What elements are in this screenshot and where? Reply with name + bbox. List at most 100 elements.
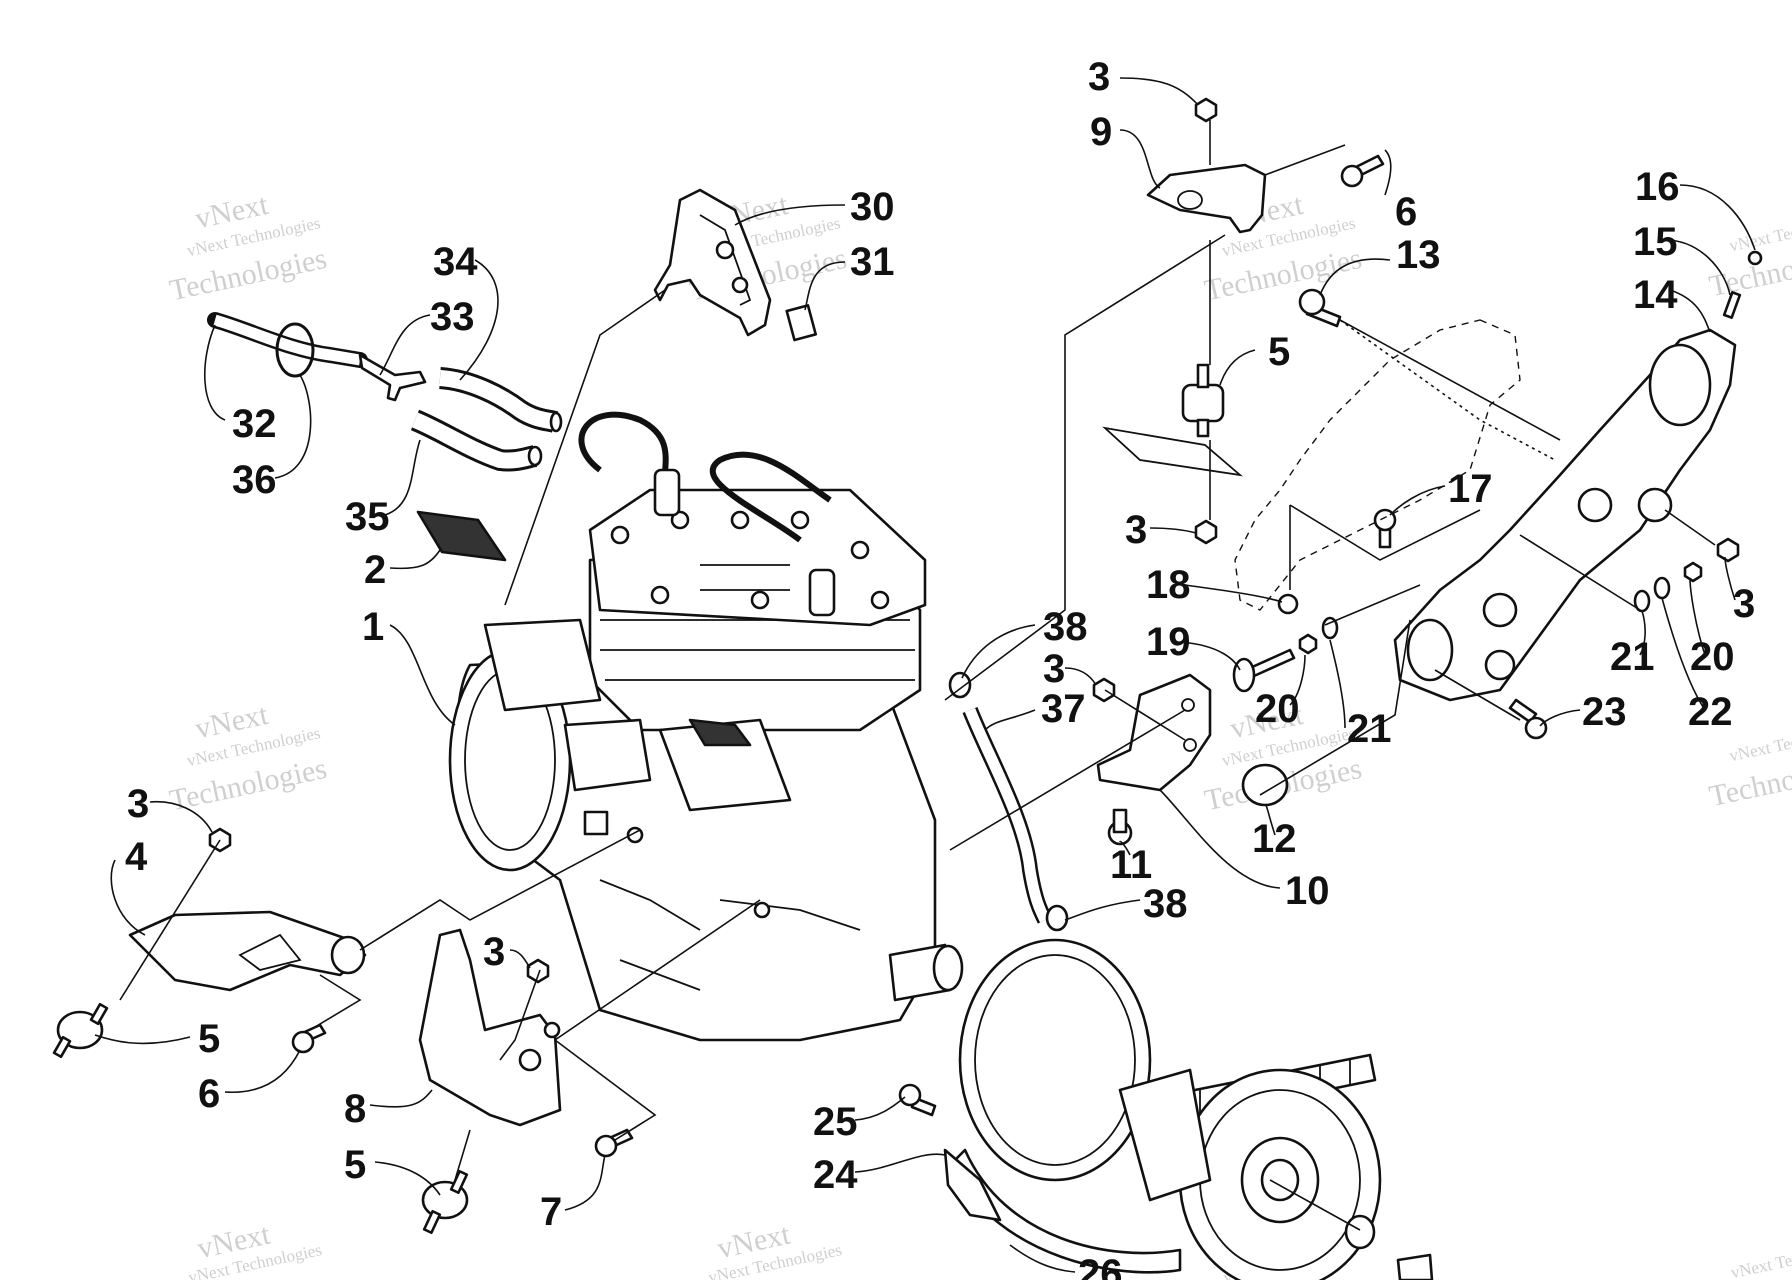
- rubber-mount-5a: [52, 1002, 109, 1059]
- engine-pto-shaft-end: [932, 944, 964, 992]
- bracket-8-hole: [518, 1048, 542, 1072]
- bracket-14: [1393, 328, 1737, 702]
- bracket-10-hole: [1183, 738, 1197, 752]
- assembly-line: [1104, 689, 1186, 741]
- assembly-line-dotted: [1339, 319, 1556, 461]
- washer-22: [1653, 576, 1671, 600]
- hose-34-inner: [439, 370, 558, 430]
- callout-4: 4: [125, 835, 148, 879]
- leader-19: [1179, 641, 1241, 671]
- leader-37: [984, 709, 1036, 731]
- assembly-line: [1664, 509, 1716, 546]
- hose-assembly: [207, 312, 563, 472]
- callout-16: 16: [1635, 165, 1680, 209]
- engine-head-bolt: [670, 510, 690, 530]
- callout-6: 6: [198, 1072, 220, 1116]
- spark-plug-lead: [578, 411, 669, 501]
- callout-14: 14: [1633, 273, 1678, 317]
- callout-3: 3: [1088, 55, 1110, 99]
- callout-20: 20: [1690, 635, 1735, 679]
- clip-31: [785, 304, 818, 342]
- callout-3: 3: [1733, 582, 1755, 626]
- bolt-6-head: [1340, 164, 1364, 188]
- leader-24: [854, 1153, 946, 1173]
- callout-leaders: [94, 77, 1756, 1273]
- drive-clutch: [943, 938, 1434, 1280]
- leader-12: [1265, 804, 1276, 836]
- leader-20: [1689, 577, 1706, 656]
- callout-32: 32: [232, 402, 277, 446]
- engine-intake-flange: [563, 718, 652, 792]
- bracket-30-detail: [699, 214, 752, 306]
- engine-mount-hole: [753, 901, 771, 919]
- mount-stud: [89, 1002, 109, 1026]
- callout-1: 1: [362, 605, 384, 649]
- leader-13: [1319, 258, 1391, 296]
- watermark-edge-right-bottom: vNext Technologies: [1729, 1235, 1792, 1280]
- engine-head-bolt: [610, 525, 630, 545]
- bolt-13-head: [1298, 288, 1326, 316]
- assembly-line: [1264, 144, 1346, 176]
- leader-3: [1119, 77, 1199, 106]
- callout-5: 5: [198, 1017, 220, 1061]
- hose-35-end: [527, 445, 543, 467]
- assembly-line: [454, 1129, 471, 1181]
- leader-21: [1329, 639, 1346, 729]
- leader-33: [379, 314, 431, 376]
- spark-plug-cap: [653, 468, 681, 517]
- mount-body: [1181, 383, 1225, 423]
- nut-3: [1092, 677, 1116, 703]
- mount-stud: [1196, 363, 1210, 389]
- assembly-line: [554, 899, 761, 1041]
- assembly-line: [944, 234, 1226, 701]
- callout-10: 10: [1285, 869, 1330, 913]
- assembly-line: [554, 1039, 657, 1141]
- bolt-19: [1248, 648, 1296, 678]
- leader-32: [203, 324, 226, 421]
- leader-3: [149, 800, 213, 833]
- clutch-bolt: [1396, 1253, 1434, 1280]
- assembly-line: [499, 969, 541, 1061]
- nut-3: [1194, 519, 1218, 545]
- assembly-line: [1519, 534, 1641, 611]
- nut-3: [526, 958, 550, 984]
- rubber-12: [1241, 763, 1289, 807]
- leader-8: [369, 1089, 433, 1108]
- leader-20: [1289, 654, 1306, 706]
- watermark-bottom-left: vNext vNext Technologies: [187, 1218, 324, 1280]
- watermark-text: vNext Technologies: [1729, 1235, 1792, 1280]
- callout-26: 26: [1078, 1252, 1123, 1280]
- leader-35: [384, 439, 421, 516]
- leader-5: [94, 1034, 191, 1045]
- engine-mount-bracket-8: [418, 928, 562, 1127]
- assembly-line: [309, 974, 362, 1031]
- hose-32-inner: [213, 314, 361, 366]
- chassis-outline: [1234, 319, 1521, 611]
- leader-36: [274, 374, 312, 479]
- engine-head-bolt: [870, 590, 890, 610]
- callout-2: 2: [364, 548, 386, 592]
- watermark-edge-right-top: vNext Technologies Technologies: [1706, 209, 1792, 304]
- callout-22: 22: [1688, 690, 1733, 734]
- watermark-top-left: vNext vNext Technologies Technologies: [167, 188, 330, 308]
- engine-head-bolt: [730, 510, 750, 530]
- mount-plate: [1102, 426, 1243, 477]
- bracket-30: [653, 188, 772, 337]
- bracket-30-hole: [731, 276, 749, 294]
- assembly-line: [1339, 319, 1561, 441]
- watermark-text: vNext Technologies: [1728, 719, 1792, 766]
- nut-3: [1194, 97, 1218, 123]
- clutch-sheave-back-ring: [974, 954, 1136, 1166]
- callout-15: 15: [1633, 220, 1678, 264]
- nut-3: [1716, 537, 1740, 563]
- clutch-washer: [1344, 1214, 1376, 1250]
- rubber-mount-5c: [1181, 363, 1225, 438]
- leader-21: [1639, 610, 1646, 656]
- assembly-line: [1259, 619, 1411, 796]
- leader-18: [1184, 584, 1283, 603]
- leader-6: [1384, 149, 1392, 196]
- callout-19: 19: [1146, 620, 1191, 664]
- callout-9: 9: [1090, 110, 1112, 154]
- callout-21: 21: [1610, 635, 1655, 679]
